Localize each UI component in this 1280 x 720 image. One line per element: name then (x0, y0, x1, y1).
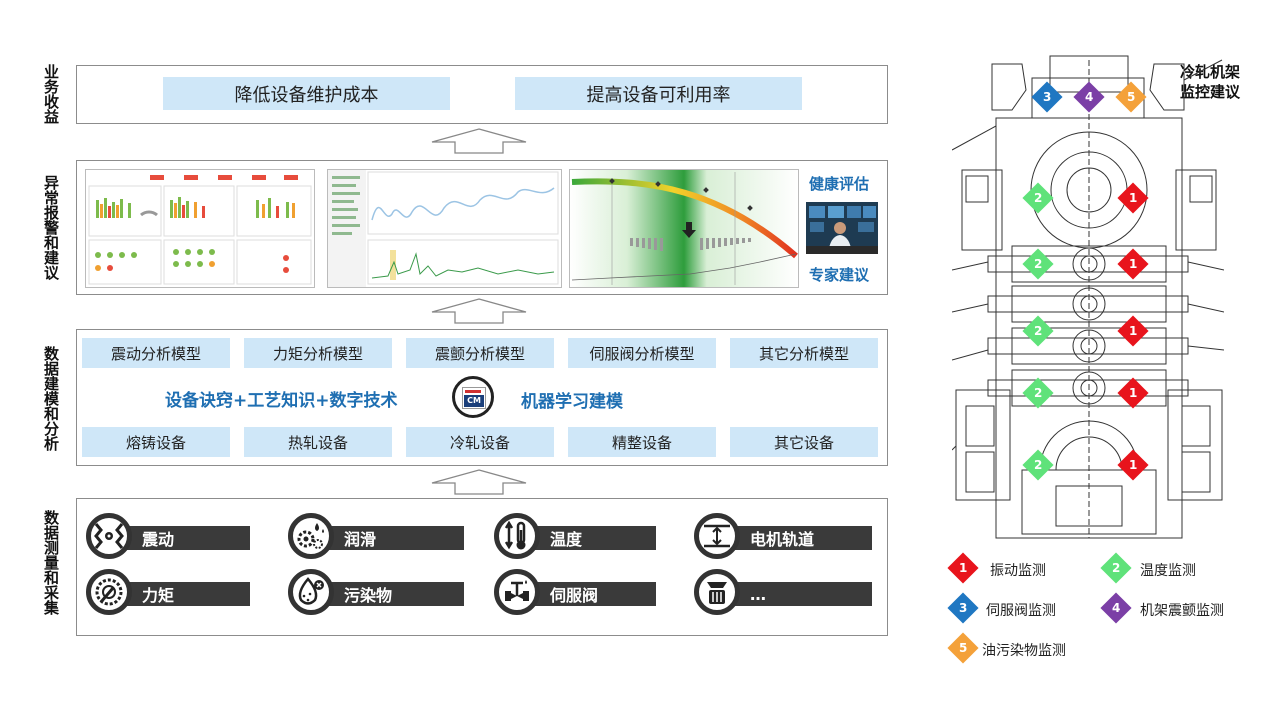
equipment-hot-rolling: 热轧设备 (244, 427, 392, 457)
sensor-label: 震动 (116, 526, 250, 550)
sensor-label: … (724, 582, 872, 606)
sensor-label: 电机轨道 (724, 526, 872, 550)
temperature-icon (494, 513, 540, 559)
sensor-servo-valve: 伺服阀 (494, 569, 656, 615)
lubrication-icon (288, 513, 334, 559)
health-assessment-label: 健康评估 (809, 175, 870, 193)
benefit-availability: 提高设备可利用率 (515, 77, 802, 110)
model-servo-valve: 伺服阀分析模型 (568, 338, 716, 368)
sensor-label: 污染物 (318, 582, 464, 606)
layer-label-benefit: 业务收益 (42, 64, 60, 124)
sensor-label: 伺服阀 (524, 582, 656, 606)
measure-layer (76, 498, 888, 636)
more-icon (694, 569, 740, 615)
legend-chatter-label: 机架震颤监测 (1140, 603, 1224, 619)
expert-advice-label: 专家建议 (809, 266, 870, 284)
torque-icon (86, 569, 132, 615)
sensor-contaminant: 污染物 (288, 569, 464, 615)
legend-badge-temperature: 2 (1100, 552, 1132, 584)
cm-logo-text: CM (464, 395, 484, 407)
layer-label-modeling: 数据建模和分析 (42, 345, 60, 451)
legend-vibration-label: 振动监测 (990, 563, 1046, 579)
cm-logo: CM (452, 376, 494, 418)
sensor-more: … (694, 569, 872, 615)
benefit-reduce-cost: 降低设备维护成本 (163, 77, 450, 110)
up-arrow-icon (431, 469, 527, 495)
sensor-lubrication: 润滑 (288, 513, 464, 559)
equipment-other: 其它设备 (730, 427, 878, 457)
sensor-torque: 力矩 (86, 569, 250, 615)
layer-label-measure: 数据测量和采集 (42, 509, 60, 615)
legend-badge-servo-valve: 3 (947, 592, 979, 624)
servo-valve-icon (494, 569, 540, 615)
modeling-slogan: 设备诀窍+工艺知识+数字技术 (165, 391, 398, 411)
equipment-casting: 熔铸设备 (82, 427, 230, 457)
sensor-motor-track: 电机轨道 (694, 513, 872, 559)
sensor-label: 润滑 (318, 526, 464, 550)
vibration-icon (86, 513, 132, 559)
sensor-temperature: 温度 (494, 513, 656, 559)
up-arrow-icon (431, 298, 527, 324)
sensor-label: 力矩 (116, 582, 250, 606)
sensor-label: 温度 (524, 526, 656, 550)
mill-stand-title: 冷轧机架监控建议 (1180, 63, 1241, 101)
layer-label-alarm: 异常报警和建议 (42, 174, 60, 280)
up-arrow-icon (431, 128, 527, 154)
equipment-finishing: 精整设备 (568, 427, 716, 457)
legend-servo-valve-label: 伺服阀监测 (986, 603, 1056, 619)
ml-modeling-label: 机器学习建模 (521, 392, 623, 412)
dashboard-screenshot (85, 169, 315, 288)
equipment-cold-rolling: 冷轧设备 (406, 427, 554, 457)
legend-oil-contaminant-label: 油污染物监测 (982, 643, 1066, 659)
maintenance-curve-screenshot (569, 169, 799, 288)
model-other: 其它分析模型 (730, 338, 878, 368)
legend-badge-vibration: 1 (947, 552, 979, 584)
trend-screenshot (327, 169, 562, 288)
motor-track-icon (694, 513, 740, 559)
model-chatter: 震颤分析模型 (406, 338, 554, 368)
legend-badge-chatter: 4 (1100, 592, 1132, 624)
legend-badge-oil-contaminant: 5 (947, 632, 979, 664)
contaminant-icon (288, 569, 334, 615)
mill-stand-drawing (952, 55, 1224, 539)
model-vibration: 震动分析模型 (82, 338, 230, 368)
model-torque: 力矩分析模型 (244, 338, 392, 368)
sensor-vibration: 震动 (86, 513, 250, 559)
legend-temperature-label: 温度监测 (1140, 563, 1196, 579)
expert-photo (806, 202, 878, 254)
